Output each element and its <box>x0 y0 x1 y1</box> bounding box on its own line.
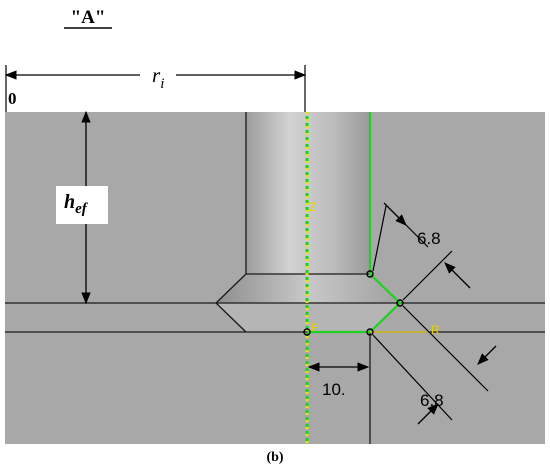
upper-dim-extension-1 <box>372 205 387 272</box>
node-axis <box>303 328 311 336</box>
node-tip <box>396 299 404 307</box>
title-label: "A" <box>71 7 106 28</box>
upper-dim-extension-2 <box>402 250 453 301</box>
green-profile <box>307 112 402 334</box>
lower-dim-arrow-1 <box>477 345 497 365</box>
upper-dim-arrow-1 <box>383 202 407 226</box>
height-label-sub: ef <box>75 201 89 217</box>
node-bottom <box>366 328 374 336</box>
caption: (b) <box>266 450 283 465</box>
z-axis-label: Z <box>309 200 316 214</box>
bolt-cone-edge-left-down <box>215 302 247 333</box>
lower-dim-extension-2 <box>372 334 453 421</box>
radius-label-sub: i <box>160 76 164 92</box>
bolt-cone-edge-left-up <box>215 273 247 304</box>
radius-label-bg <box>140 60 176 92</box>
width-dim-label: 10. <box>322 380 346 399</box>
upper-dim-leader <box>405 224 429 248</box>
upper-dim-arrow-2 <box>444 262 471 289</box>
origin-label: 0 <box>8 89 17 108</box>
lower-dim-arrow-2 <box>417 403 439 425</box>
height-label: hef <box>64 191 89 217</box>
node-top <box>366 270 374 278</box>
height-label-main: h <box>64 191 75 213</box>
lower-dim-label: 6.8 <box>420 391 444 410</box>
bolt-cone-lower <box>216 303 400 332</box>
r-axis-label: R <box>431 323 440 337</box>
radius-label-main: r <box>152 63 161 87</box>
lower-dim-extension-1 <box>402 305 489 392</box>
height-label-box <box>56 186 108 224</box>
upper-dim-label: 6.8 <box>417 229 441 248</box>
node-label: F <box>311 322 318 334</box>
radius-label: ri <box>152 63 164 92</box>
